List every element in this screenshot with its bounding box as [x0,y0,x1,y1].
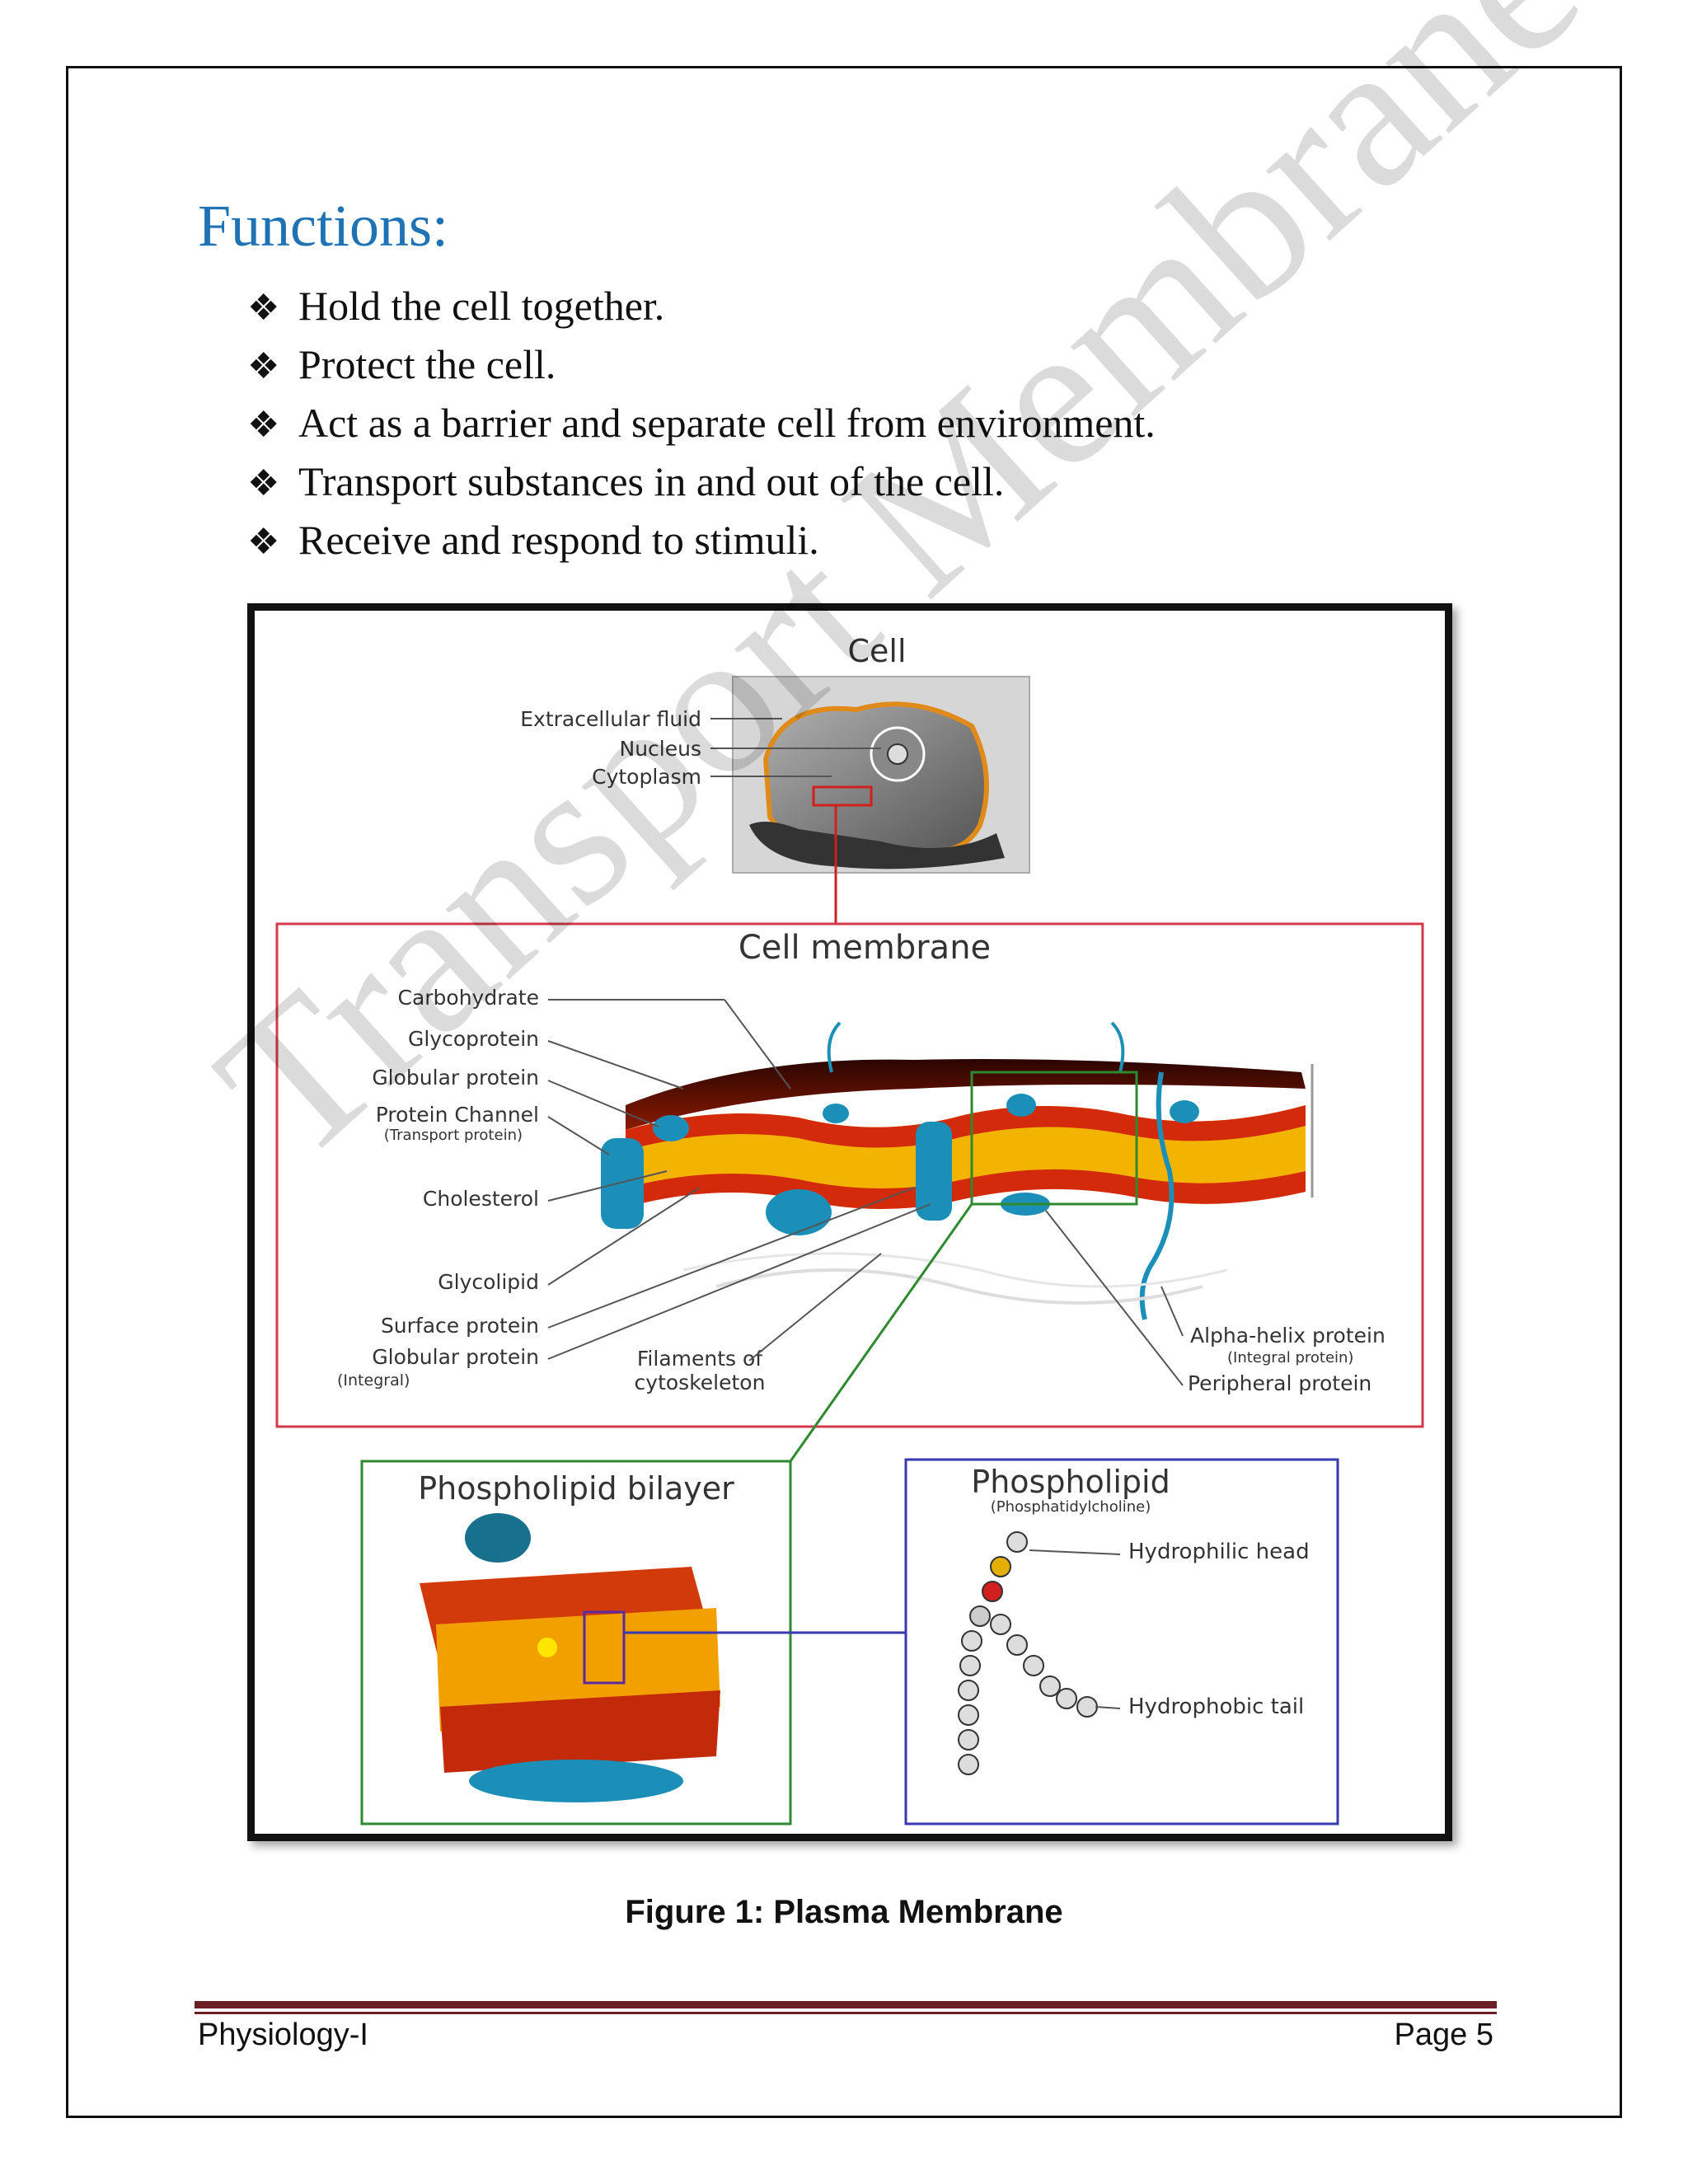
label-hydrophobic-tail: Hydrophobic tail [1128,1694,1304,1719]
label-cytoplasm: Cytoplasm [592,765,701,789]
bullet-icon: ❖ [247,279,298,337]
label-filaments: Filaments of [637,1347,763,1371]
leader-line [1029,1550,1120,1554]
list-item: ❖Act as a barrier and separate cell from… [247,394,1156,452]
surface-protein [653,1115,689,1141]
cell-title: Cell [847,633,906,669]
label-cholesterol: Cholesterol [423,1187,539,1211]
section-heading: Functions: [198,196,448,255]
bullet-icon: ❖ [247,396,298,454]
label-alpha-helix-integral: (Integral protein) [1227,1349,1353,1366]
footer-page-number: Page 5 [1395,2018,1493,2053]
bilayer-title: Phospholipid bilayer [418,1470,734,1507]
leader-line [1095,1707,1120,1708]
label-peripheral-protein: Peripheral protein [1188,1371,1372,1395]
globular-protein [766,1189,832,1235]
bullet-text: Protect the cell. [298,341,556,387]
bilayer-protein [465,1513,531,1563]
leader-line [548,1041,683,1089]
surface-protein [1006,1094,1036,1117]
list-item: ❖Hold the cell together. [247,277,1156,335]
surface-protein [1170,1100,1199,1123]
list-item: ❖Transport substances in and out of the … [247,452,1156,511]
figure-frame: Cell Extracellular fluid Nucleus Cytopla… [247,603,1452,1841]
label-alpha-helix: Alpha-helix protein [1190,1324,1386,1347]
functions-list: ❖Hold the cell together. ❖Protect the ce… [247,277,1156,569]
bullet-icon: ❖ [247,454,298,513]
label-hydrophilic-head: Hydrophilic head [1128,1540,1310,1564]
label-globular-protein: Globular protein [372,1066,539,1090]
leader-line [548,1204,931,1359]
integral-protein [916,1122,952,1221]
protein-channel [601,1138,644,1229]
label-glycolipid: Glycolipid [438,1270,539,1294]
cholesterol-marker [537,1638,557,1657]
footer-rule-thin [195,2012,1497,2014]
label-surface-protein: Surface protein [381,1314,539,1338]
label-glycoprotein: Glycoprotein [408,1027,539,1051]
surface-protein [823,1104,849,1123]
label-extracellular-fluid: Extracellular fluid [520,707,701,731]
label-transport-protein: (Transport protein) [384,1127,523,1144]
bullet-icon: ❖ [247,337,298,396]
nucleolus [888,744,907,764]
zoom-connector [790,1204,972,1461]
label-nucleus: Nucleus [620,737,702,761]
bullet-text: Receive and respond to stimuli. [298,517,819,563]
figure-caption: Figure 1: Plasma Membrane [0,1894,1688,1931]
list-item: ❖Receive and respond to stimuli. [247,511,1156,569]
label-protein-channel: Protein Channel [376,1103,539,1127]
label-carbohydrate: Carbohydrate [397,986,539,1010]
footer-course-title: Physiology-I [198,2018,368,2053]
label-cytoskeleton: cytoskeleton [635,1371,766,1394]
phospholipid-title: Phospholipid [971,1464,1170,1500]
list-item: ❖Protect the cell. [247,335,1156,394]
bullet-text: Act as a barrier and separate cell from … [298,400,1156,446]
footer-rule [195,2001,1497,2008]
membrane-diagram: Cell Extracellular fluid Nucleus Cytopla… [255,611,1445,1834]
phospholipid-subtitle: (Phosphatidylcholine) [991,1498,1151,1516]
bullet-text: Transport substances in and out of the c… [298,458,1004,504]
bilayer-bottom-protein [469,1760,683,1802]
label-globular-protein-integral: Globular protein [372,1345,539,1369]
cell-membrane-title: Cell membrane [738,929,991,967]
label-integral: (Integral) [337,1371,410,1390]
bullet-text: Hold the cell together. [298,283,664,329]
phospholipid-molecule [959,1532,1097,1774]
bullet-icon: ❖ [247,513,298,571]
leader-line [548,1117,609,1155]
